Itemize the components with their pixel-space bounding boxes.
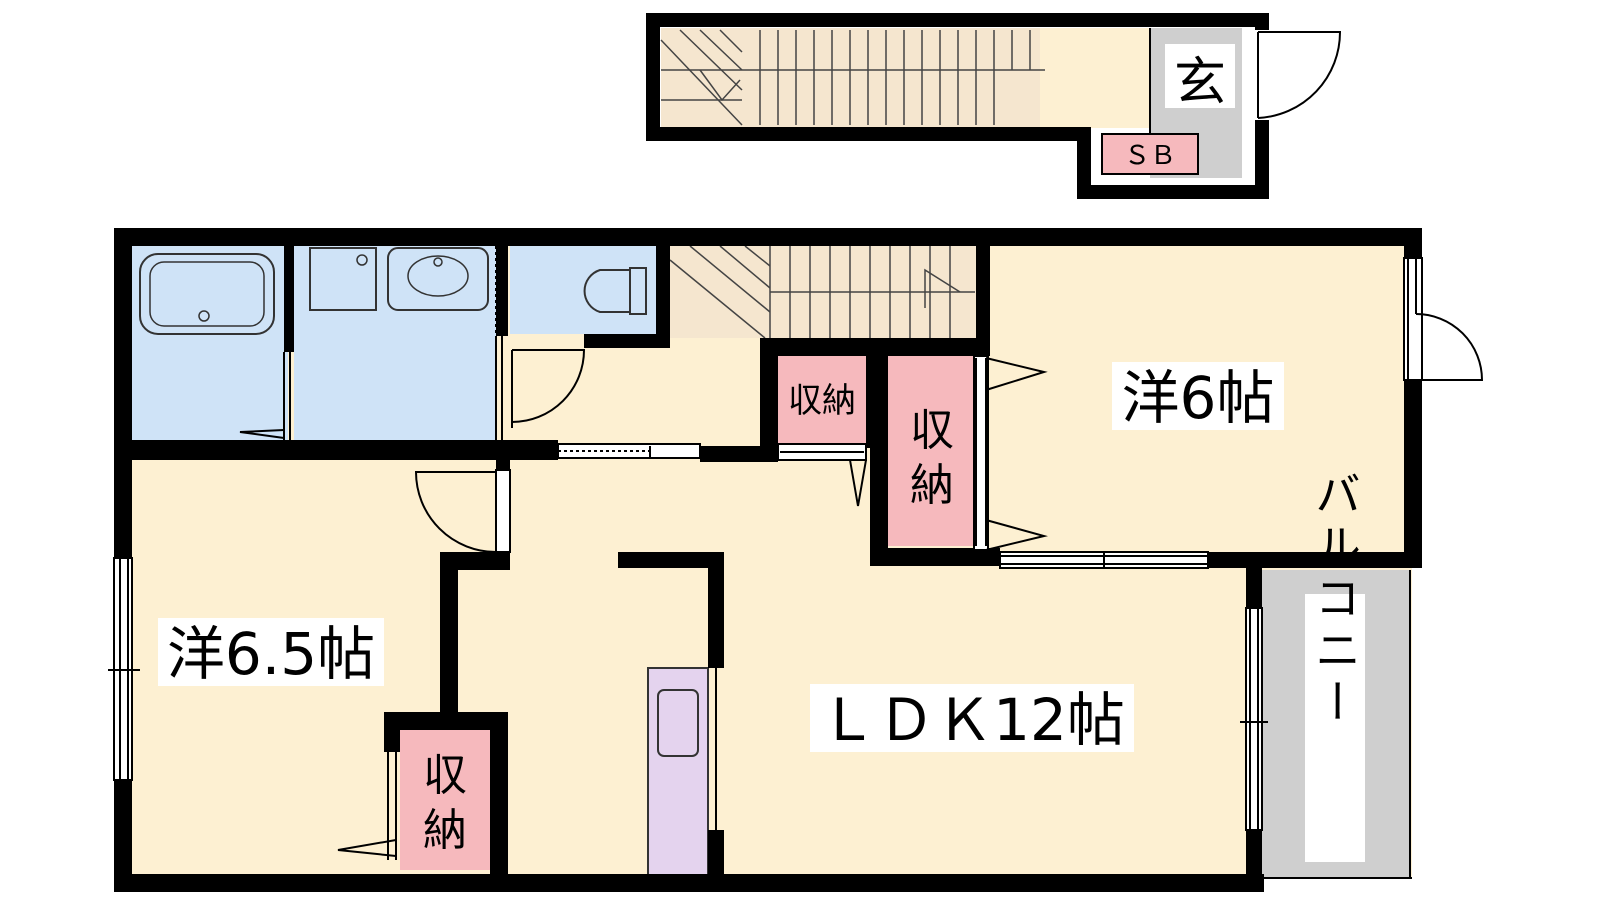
entrance-label: 玄 xyxy=(1174,53,1226,113)
storage-left-label-2: 納 xyxy=(423,805,467,856)
kitchen-sink xyxy=(657,689,699,757)
storage-left-label-1: 収 xyxy=(423,750,467,801)
storage-center-tall-label-2: 納 xyxy=(910,460,954,511)
shoe-box-label: ＳＢ xyxy=(1124,141,1176,171)
main-stairs xyxy=(669,245,975,339)
western-right-label: 洋6帖 xyxy=(1122,364,1275,432)
washing-machine-space xyxy=(309,247,377,311)
storage-center-small xyxy=(778,356,866,444)
storage-left xyxy=(400,730,490,870)
storage-center-tall xyxy=(888,356,976,546)
washroom xyxy=(294,246,496,442)
wash-basin xyxy=(387,247,489,311)
upper-walls xyxy=(646,13,1269,199)
doors-windows xyxy=(108,246,1484,879)
upper-block: ＳＢ 玄 xyxy=(646,13,1342,199)
upper-hall-floor xyxy=(1040,28,1150,128)
upper-stairs xyxy=(660,29,1045,126)
storage-center-tall-label-1: 収 xyxy=(910,405,954,456)
toilet xyxy=(583,269,631,313)
ldk-label: ＬＤＫ12帖 xyxy=(819,686,1125,754)
shoe-box xyxy=(1101,133,1199,175)
bathtub xyxy=(139,253,275,335)
western-left-label: 洋6.5帖 xyxy=(167,620,375,688)
storage-center-small-label: 収納 xyxy=(788,381,856,421)
walls xyxy=(114,228,1422,892)
toilet-room xyxy=(510,246,656,334)
balcony-label: バルコニー xyxy=(1308,470,1362,730)
bathroom xyxy=(130,246,288,442)
main-floor: 収納 収 納 収納 収 納 収納 バルコニー xyxy=(108,228,1484,892)
